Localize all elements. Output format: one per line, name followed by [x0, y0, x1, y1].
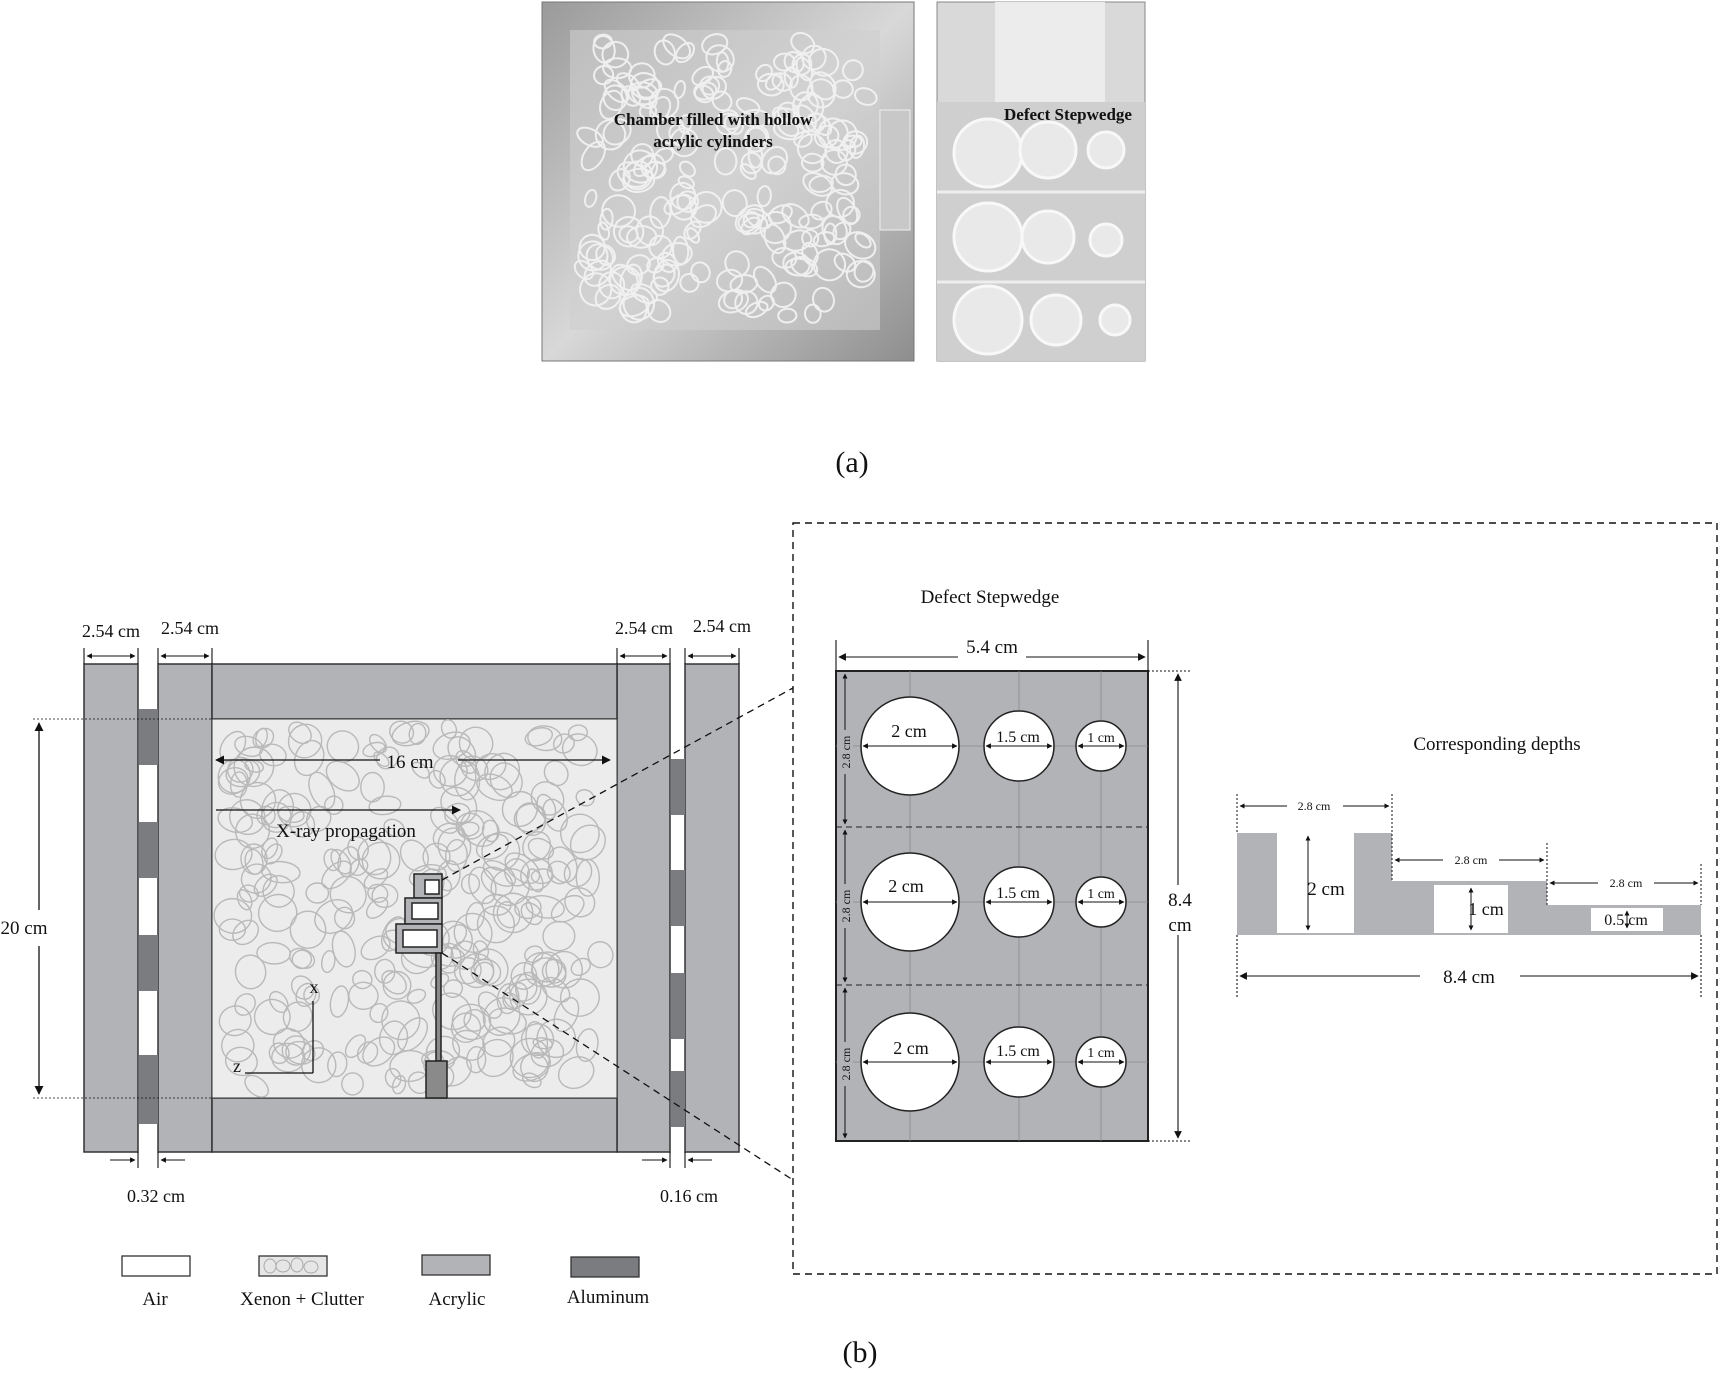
row-height-bg-1	[837, 730, 853, 774]
top-dim-2: 2.54 cm	[161, 618, 219, 638]
row-height-label-3: 2.8 cm	[839, 1047, 853, 1080]
legend-swatch-aluminum	[570, 1256, 640, 1278]
depth-cavity-1	[1277, 833, 1354, 933]
stepwedge-detail: 2 cm 1.5 cm 1 cm 2 cm 1.5 cm 1 cm 2 cm 1…	[835, 635, 1200, 1142]
detail-height-label-line2: cm	[1168, 915, 1191, 936]
top-dim-1: 2.54 cm	[82, 621, 140, 641]
height-label-bg	[0, 910, 52, 946]
legend-label-air: Air	[142, 1289, 168, 1310]
hole-label-r1-c1: 2 cm	[891, 721, 927, 741]
zoom-line-top	[441, 687, 794, 881]
legend-label-xenon: Xenon + Clutter	[240, 1289, 364, 1310]
axis-x-label: x	[310, 977, 319, 997]
hole-label-r2-c2: 1.5 cm	[996, 885, 1040, 902]
legend-swatch-acrylic	[421, 1254, 491, 1276]
depth-label-1: 2 cm	[1307, 879, 1345, 900]
axis-z-label: z	[233, 1056, 241, 1076]
detail-panel-border	[792, 522, 1718, 1275]
total-width-bg	[1420, 962, 1520, 990]
stepwedge-row-dividers	[836, 826, 1148, 986]
legend-swatch-air	[121, 1255, 191, 1277]
detail-width-label-bg	[958, 635, 1026, 661]
depths-title: Corresponding depths	[1413, 734, 1580, 755]
stepwedge-photo-label: Defect Stepwedge	[1004, 105, 1132, 124]
zoom-line-bottom	[441, 952, 794, 1181]
caption-a: (a)	[835, 446, 868, 479]
step-width-bg-3	[1598, 874, 1654, 892]
acrylic-plate-left-outer	[83, 663, 139, 1153]
stepwedge-schematic	[395, 873, 448, 1099]
hole-diameter-arrows	[862, 743, 1125, 1065]
row-height-label-1: 2.8 cm	[839, 735, 853, 768]
step-width-bg-1	[1287, 797, 1343, 815]
acrylic-top	[211, 663, 618, 720]
hole-label-r1-c2: 1.5 cm	[996, 729, 1040, 746]
total-width-label: 8.4 cm	[1443, 967, 1495, 988]
depth-label-2: 1 cm	[1468, 899, 1504, 919]
top-dim-4: 2.54 cm	[693, 616, 751, 636]
row-height-label-2: 2.8 cm	[839, 889, 853, 922]
row-height-bg-2	[837, 884, 853, 928]
detail-title: Defect Stepwedge	[921, 587, 1060, 608]
acrylic-plate-right-inner	[616, 663, 671, 1153]
acrylic-plate-right-outer	[684, 663, 740, 1153]
step-width-label-2: 2.8 cm	[1455, 853, 1488, 867]
coordinate-axes	[245, 1001, 314, 1074]
acrylic-bottom	[211, 1097, 618, 1153]
chamber-cylinders	[573, 31, 878, 324]
depth-label-3: 0.5 cm	[1604, 912, 1648, 929]
caption-b: (b)	[843, 1336, 878, 1369]
legend-label-aluminum: Aluminum	[567, 1287, 650, 1308]
acrylic-plate-left-inner	[157, 663, 213, 1153]
hole-label-r3-c3: 1 cm	[1087, 1046, 1115, 1061]
step-width-label-1: 2.8 cm	[1298, 799, 1331, 813]
hole-label-r2-c1: 2 cm	[888, 876, 924, 896]
depth-profile: Corresponding depths 2 cm 1 cm 0.5 cm 2.…	[1236, 734, 1702, 998]
width-label: 16 cm	[387, 752, 434, 773]
photo-stepwedge: Defect Stepwedge	[936, 1, 1146, 362]
height-label: 20 cm	[1, 918, 48, 939]
detail-width-label: 5.4 cm	[966, 637, 1018, 658]
hole-label-r3-c2: 1.5 cm	[996, 1043, 1040, 1060]
hole-label-r1-c3: 1 cm	[1087, 731, 1115, 746]
top-dim-3: 2.54 cm	[615, 618, 673, 638]
row-height-bg-3	[837, 1042, 853, 1086]
step-width-bg-2	[1443, 851, 1499, 869]
gap-left-label: 0.32 cm	[127, 1186, 185, 1206]
aluminum-gap-right	[671, 759, 685, 1127]
gap-right-label: 0.16 cm	[660, 1186, 718, 1206]
legend: Air Xenon + Clutter Acrylic Aluminum	[121, 1254, 650, 1310]
photo-chamber: Chamber filled with hollow acrylic cylin…	[541, 1, 915, 362]
step-width-label-3: 2.8 cm	[1610, 876, 1643, 890]
top-dimensions	[83, 648, 740, 664]
chamber-photo-label-line1: Chamber filled with hollow	[614, 110, 813, 129]
gap-dimensions	[110, 1152, 712, 1168]
legend-label-acrylic: Acrylic	[429, 1289, 486, 1310]
propagation-label: X-ray propagation	[276, 821, 416, 842]
legend-xenon-rings	[263, 1257, 319, 1274]
depth-arrows	[1305, 835, 1630, 931]
hole-label-r2-c3: 1 cm	[1087, 887, 1115, 902]
chamber-setup: x z 16 cm X-ray propagation 20 cm 2.54 c…	[0, 616, 794, 1206]
chamber-photo-label-line2: acrylic cylinders	[653, 132, 773, 151]
detail-height-label-line1: 8.4	[1168, 890, 1192, 911]
detail-height-label-bg	[1160, 885, 1200, 935]
aluminum-gap-left	[139, 709, 158, 1124]
hole-label-r3-c1: 2 cm	[893, 1038, 929, 1058]
